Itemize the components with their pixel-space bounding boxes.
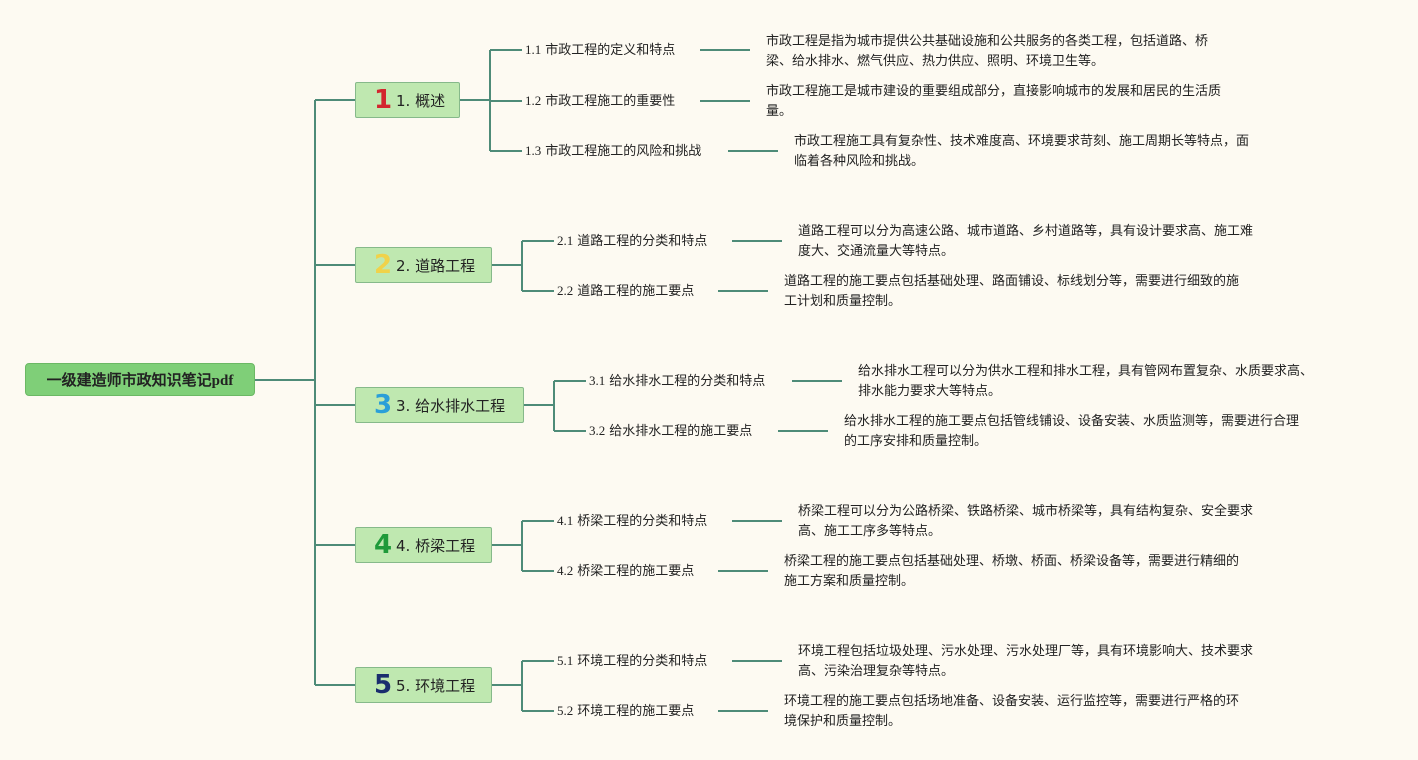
subtopic-number: 3.2: [589, 423, 606, 438]
subtopic-number: 3.1: [589, 373, 606, 388]
description-line: 梁、给水排水、燃气供应、热力供应、照明、环境卫生等。: [766, 54, 1105, 69]
description-line: 工计划和质量控制。: [784, 294, 902, 309]
description-text: 道路工程可以分为高速公路、城市道路、乡村道路等，具有设计要求高、施工难度大、交通…: [798, 222, 1298, 262]
section-label: 4. 桥梁工程: [396, 536, 476, 555]
section-node-overview[interactable]: 1 1. 概述: [355, 82, 460, 118]
description-line: 道路工程的施工要点包括基础处理、路面铺设、标线划分等，需要进行细致的施: [784, 274, 1240, 289]
section-label: 3. 给水排水工程: [396, 396, 506, 415]
description-line: 的工序安排和质量控制。: [844, 434, 988, 449]
root-label: 一级建造师市政知识笔记pdf: [46, 373, 234, 389]
section-label: 5. 环境工程: [396, 676, 476, 695]
subtopic-label: 桥梁工程的施工要点: [577, 564, 695, 579]
subtopic-label: 环境工程的施工要点: [577, 704, 695, 719]
description-line: 高、施工工序多等特点。: [798, 524, 942, 539]
description-text: 市政工程施工是城市建设的重要组成部分，直接影响城市的发展和居民的生活质量。: [766, 82, 1266, 122]
subtopic-label: 市政工程施工的风险和挑战: [545, 144, 702, 159]
root-node[interactable]: 一级建造师市政知识笔记pdf: [25, 363, 255, 396]
description-line: 量。: [766, 104, 793, 119]
section-node-bridge[interactable]: 4 4. 桥梁工程: [355, 527, 492, 563]
description-text: 环境工程的施工要点包括场地准备、设备安装、运行监控等，需要进行严格的环境保护和质…: [784, 692, 1284, 732]
description-text: 道路工程的施工要点包括基础处理、路面铺设、标线划分等，需要进行细致的施工计划和质…: [784, 272, 1284, 312]
description-text: 给水排水工程可以分为供水工程和排水工程，具有管网布置复杂、水质要求高、排水能力要…: [858, 362, 1358, 402]
subtopic-number: 2.1: [557, 233, 574, 248]
subtopic-number: 1.2: [525, 93, 542, 108]
description-text: 环境工程包括垃圾处理、污水处理、污水处理厂等，具有环境影响大、技术要求高、污染治…: [798, 642, 1298, 682]
description-line: 道路工程可以分为高速公路、城市道路、乡村道路等，具有设计要求高、施工难: [798, 224, 1254, 239]
description-line: 临着各种风险和挑战。: [794, 154, 925, 169]
section-label: 2. 道路工程: [396, 256, 476, 275]
subtopic-number: 4.2: [557, 563, 574, 578]
number-4-icon: 4: [374, 530, 393, 560]
subtopic-number: 1.3: [525, 143, 542, 158]
section-label: 1. 概述: [396, 91, 446, 110]
description-line: 市政工程是指为城市提供公共基础设施和公共服务的各类工程，包括道路、桥: [766, 34, 1209, 49]
description-line: 高、污染治理复杂等特点。: [798, 664, 955, 679]
subtopic-label: 给水排水工程的分类和特点: [609, 374, 766, 389]
subtopic-label: 环境工程的分类和特点: [577, 654, 708, 669]
description-line: 给水排水工程的施工要点包括管线铺设、设备安装、水质监测等，需要进行合理: [844, 414, 1300, 429]
description-line: 桥梁工程可以分为公路桥梁、铁路桥梁、城市桥梁等，具有结构复杂、安全要求: [798, 504, 1254, 519]
description-line: 度大、交通流量大等特点。: [798, 244, 955, 259]
subtopic-label: 桥梁工程的分类和特点: [577, 514, 708, 529]
description-text: 桥梁工程的施工要点包括基础处理、桥墩、桥面、桥梁设备等，需要进行精细的施工方案和…: [784, 552, 1284, 592]
description-line: 桥梁工程的施工要点包括基础处理、桥墩、桥面、桥梁设备等，需要进行精细的: [784, 554, 1240, 569]
subtopic-label: 市政工程的定义和特点: [545, 43, 676, 58]
subtopic-label: 道路工程的分类和特点: [577, 234, 708, 249]
description-line: 环境工程的施工要点包括场地准备、设备安装、运行监控等，需要进行严格的环: [784, 694, 1240, 709]
section-node-water[interactable]: 3 3. 给水排水工程: [355, 387, 524, 423]
description-text: 桥梁工程可以分为公路桥梁、铁路桥梁、城市桥梁等，具有结构复杂、安全要求高、施工工…: [798, 502, 1298, 542]
subtopic-label: 道路工程的施工要点: [577, 284, 695, 299]
subtopic-number: 5.1: [557, 653, 574, 668]
description-line: 境保护和质量控制。: [784, 714, 902, 729]
subtopic-number: 2.2: [557, 283, 574, 298]
description-text: 市政工程施工具有复杂性、技术难度高、环境要求苛刻、施工周期长等特点，面临着各种风…: [794, 132, 1294, 172]
section-node-road[interactable]: 2 2. 道路工程: [355, 247, 492, 283]
description-line: 施工方案和质量控制。: [784, 574, 915, 589]
subtopic-label: 市政工程施工的重要性: [545, 94, 676, 109]
number-5-icon: 5: [374, 670, 393, 700]
description-line: 排水能力要求大等特点。: [858, 384, 1002, 399]
subtopic-number: 1.1: [525, 42, 542, 57]
number-3-icon: 3: [374, 390, 393, 420]
description-line: 市政工程施工具有复杂性、技术难度高、环境要求苛刻、施工周期长等特点，面: [794, 134, 1250, 149]
description-line: 市政工程施工是城市建设的重要组成部分，直接影响城市的发展和居民的生活质: [766, 84, 1222, 99]
description-line: 环境工程包括垃圾处理、污水处理、污水处理厂等，具有环境影响大、技术要求: [798, 644, 1254, 659]
number-2-icon: 2: [374, 250, 393, 280]
description-line: 给水排水工程可以分为供水工程和排水工程，具有管网布置复杂、水质要求高、: [858, 364, 1314, 379]
subtopic-label: 给水排水工程的施工要点: [609, 424, 753, 439]
subtopic-number: 5.2: [557, 703, 574, 718]
number-1-icon: 1: [374, 85, 393, 115]
description-text: 给水排水工程的施工要点包括管线铺设、设备安装、水质监测等，需要进行合理的工序安排…: [844, 412, 1344, 452]
description-text: 市政工程是指为城市提供公共基础设施和公共服务的各类工程，包括道路、桥梁、给水排水…: [766, 32, 1266, 72]
subtopic-number: 4.1: [557, 513, 574, 528]
section-node-environment[interactable]: 5 5. 环境工程: [355, 667, 492, 703]
